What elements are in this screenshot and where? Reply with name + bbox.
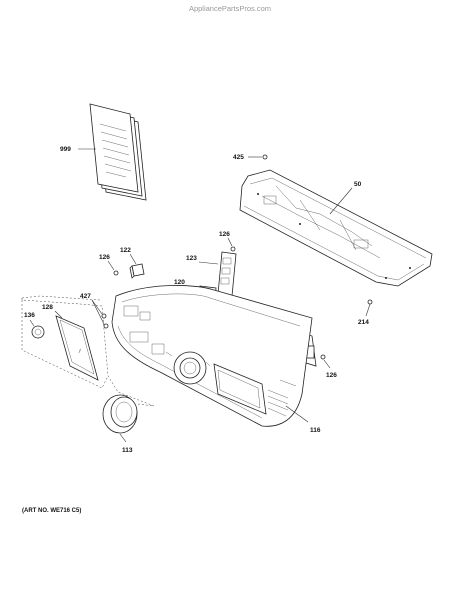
callout-126-upper: 126 [219, 231, 230, 238]
callout-120: 120 [174, 279, 185, 286]
callout-214: 214 [358, 319, 369, 326]
backsplash-frame-part[interactable] [239, 169, 433, 287]
screw-214-part[interactable] [367, 299, 373, 305]
encoder-board-123-part[interactable] [217, 251, 237, 297]
screw-126-right-part[interactable] [320, 354, 326, 360]
watermark-text: AppliancePartsPros.com [189, 4, 271, 13]
callout-123: 123 [186, 255, 197, 262]
callout-427: 427 [80, 293, 91, 300]
knob-113-part[interactable] [102, 394, 138, 434]
manual-booklet-part[interactable] [89, 103, 147, 201]
clip-122-part[interactable] [129, 263, 145, 279]
screw-126-upper-part[interactable] [230, 246, 236, 252]
callout-50: 50 [354, 181, 362, 188]
screw-126-left-part[interactable] [113, 270, 119, 276]
drawer-handle-128-part[interactable]: ᚱ [55, 315, 99, 381]
callout-116: 116 [310, 427, 321, 434]
screws-427-part[interactable] [101, 313, 109, 329]
control-panel-116-part[interactable] [111, 285, 313, 427]
art-number: (ART NO. WE716 C5) [22, 508, 81, 514]
callout-126-left: 126 [99, 254, 110, 261]
callout-136: 136 [24, 312, 35, 319]
callout-122: 122 [120, 247, 131, 254]
screw-425-part[interactable] [262, 154, 268, 160]
callout-128: 128 [42, 304, 53, 311]
svg-text:ᚱ: ᚱ [77, 348, 82, 355]
callout-126-right: 126 [326, 372, 337, 379]
knob-136-part[interactable] [31, 325, 45, 339]
callout-425: 425 [233, 154, 244, 161]
callout-999: 999 [60, 146, 71, 153]
callout-113: 113 [122, 447, 133, 454]
